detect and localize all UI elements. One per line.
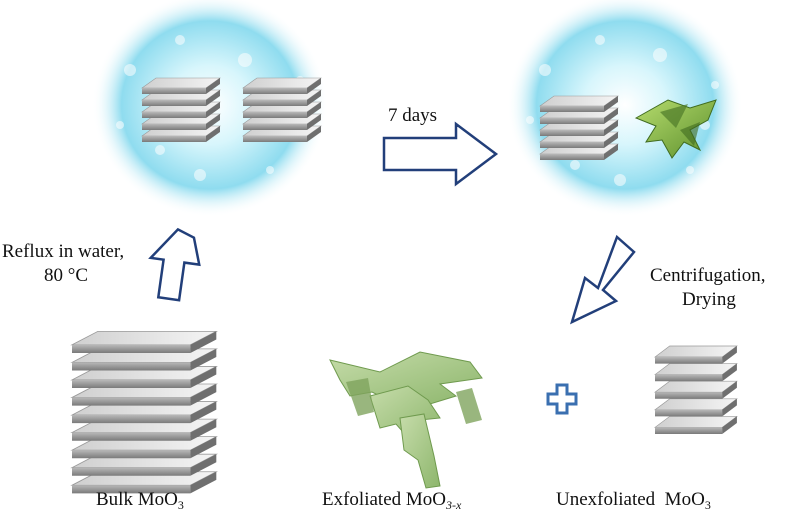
reflux-label: Reflux in water, 80 °C bbox=[2, 240, 124, 288]
days-label: 7 days bbox=[388, 105, 438, 126]
unexfoliated-label-sub: 3 bbox=[704, 498, 711, 512]
layered-sheets-icon bbox=[242, 77, 322, 143]
layered-sheets-icon bbox=[71, 330, 218, 495]
bulk-label-text: Bulk MoO bbox=[96, 489, 178, 510]
reflux-label-line2: 80 °C bbox=[44, 265, 89, 286]
water-bubble-icon bbox=[507, 0, 743, 217]
hollow-arrow-icon bbox=[148, 227, 201, 302]
exfoliated-label-text: Exfoliated MoO bbox=[322, 489, 447, 510]
bulk-label: Bulk MoO3 bbox=[96, 488, 184, 517]
hollow-arrow-icon bbox=[382, 121, 499, 187]
bulk-label-sub: 3 bbox=[177, 498, 184, 512]
exfoliated-label-sub: 3-x bbox=[446, 498, 462, 512]
centrifugation-label-line1: Centrifugation, bbox=[650, 265, 766, 286]
layered-sheets-icon bbox=[539, 95, 619, 161]
green-flake-icon bbox=[634, 99, 717, 159]
reflux-label-line1: Reflux in water, bbox=[2, 241, 125, 262]
green-flake-icon bbox=[329, 351, 483, 489]
hollow-arrow-icon bbox=[570, 234, 636, 325]
centrifugation-label: Centrifugation, Drying bbox=[650, 264, 766, 312]
centrifugation-label-line2: Drying bbox=[682, 289, 736, 310]
exfoliated-label: Exfoliated MoO3-x bbox=[322, 488, 461, 517]
layered-sheets-icon bbox=[654, 345, 738, 435]
unexfoliated-label: Unexfoliated MoO3 bbox=[556, 488, 711, 517]
plus-icon bbox=[546, 383, 578, 415]
unexfoliated-label-text: Unexfoliated MoO bbox=[556, 489, 705, 510]
layered-sheets-icon bbox=[141, 77, 221, 143]
